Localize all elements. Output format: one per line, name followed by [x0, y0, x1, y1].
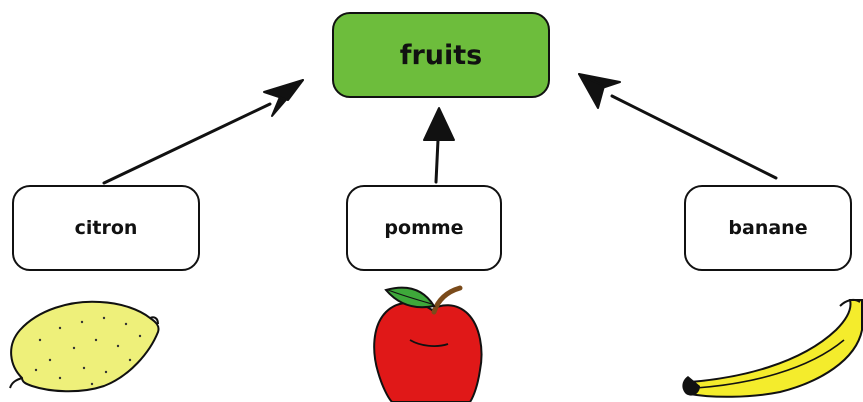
node-label-citron: citron [74, 217, 138, 239]
node-citron: citron [12, 185, 200, 271]
apple-icon [373, 285, 483, 402]
node-pomme: pomme [346, 185, 502, 271]
arrowhead-icon [263, 79, 304, 101]
edge-line [434, 138, 440, 184]
node-label-fruits: fruits [399, 39, 483, 71]
node-banane: banane [684, 185, 852, 271]
node-label-pomme: pomme [384, 217, 464, 239]
node-fruits: fruits [332, 12, 550, 98]
arrowhead-icon [578, 73, 605, 109]
lemon-icon [9, 300, 160, 393]
banana-icon [682, 298, 863, 398]
edge-citron-to-fruits [102, 79, 304, 185]
node-label-banane: banane [728, 217, 808, 239]
edge-line [610, 94, 778, 180]
arrowhead-icon [423, 107, 455, 141]
edge-line [102, 102, 272, 185]
edge-pomme-to-fruits [423, 107, 455, 184]
edge-banane-to-fruits [578, 73, 778, 180]
